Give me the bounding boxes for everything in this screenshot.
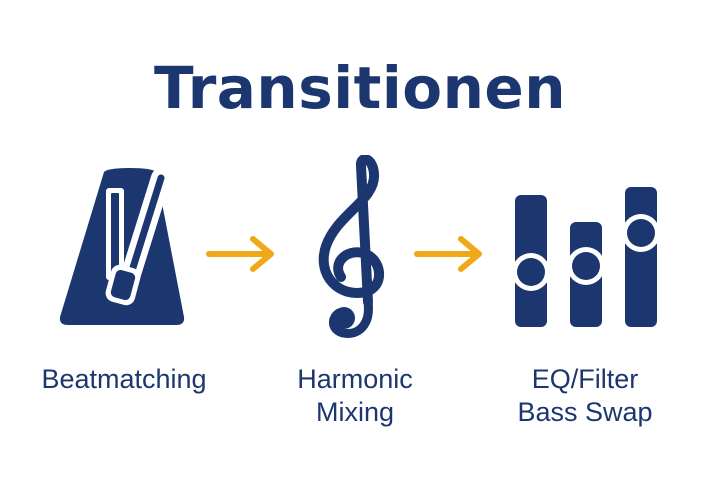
step-label-line: Bass Swap: [517, 397, 653, 427]
eq-sliders-icon: [512, 187, 660, 327]
arrow-right-icon: [206, 236, 274, 272]
step-label-line: Mixing: [315, 397, 395, 427]
metronome-icon: [59, 168, 185, 325]
step-label-harmonic-mixing: Harmonic Mixing: [260, 363, 450, 429]
step-label-beatmatching: Beatmatching: [24, 363, 224, 396]
step-label-line: Harmonic: [297, 364, 413, 394]
step-label-line: Beatmatching: [41, 364, 207, 394]
arrow-right-icon: [414, 236, 482, 272]
step-label-line: EQ/Filter: [531, 364, 639, 394]
title: Transitionen: [154, 54, 566, 122]
step-label-eq-filter-bass-swap: EQ/Filter Bass Swap: [490, 363, 680, 429]
treble-clef-icon: [318, 155, 385, 338]
